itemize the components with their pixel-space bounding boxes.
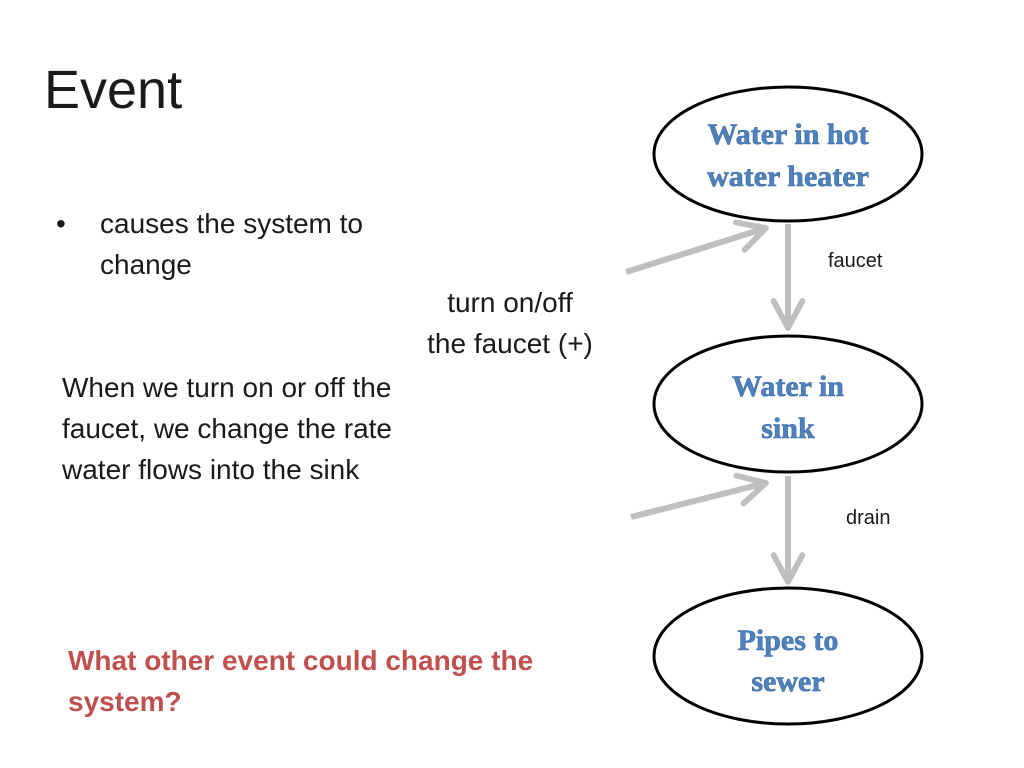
description-text: When we turn on or off the faucet, we ch… xyxy=(62,372,392,485)
event-arrow-drain xyxy=(630,472,769,520)
node-hot-water-heater: Water in hot water heater xyxy=(652,85,924,223)
node-sink-shape xyxy=(652,334,924,474)
event-arrow-faucet xyxy=(625,219,769,275)
node-sewer-shape xyxy=(652,586,924,726)
node-hot-water-heater-line2: water heater xyxy=(707,160,869,193)
bullet-marker: • xyxy=(56,208,66,239)
node-sink-line2: sink xyxy=(761,412,815,445)
node-hot-water-heater-shape xyxy=(652,85,924,223)
flow-label-drain: drain xyxy=(846,507,890,529)
node-hot-water-heater-line1: Water in hot xyxy=(707,118,868,151)
event-label-line2: the faucet (+) xyxy=(427,328,593,359)
bullet-point: • causes the system to change xyxy=(56,203,400,285)
node-sink: Water in sink xyxy=(652,334,924,474)
flow-label-faucet: faucet xyxy=(828,250,883,272)
node-sink-line1: Water in xyxy=(732,370,844,403)
node-sewer-line2: sewer xyxy=(751,665,824,698)
node-sewer: Pipes to sewer xyxy=(652,586,924,726)
node-sewer-line1: Pipes to xyxy=(738,624,839,657)
event-label-line1: turn on/off xyxy=(447,287,573,318)
bullet-text: causes the system to change xyxy=(100,208,364,280)
slide-title: Event xyxy=(44,60,183,120)
question-text: What other event could change the system… xyxy=(68,645,534,717)
event-label: turn on/off the faucet (+) xyxy=(400,282,620,364)
